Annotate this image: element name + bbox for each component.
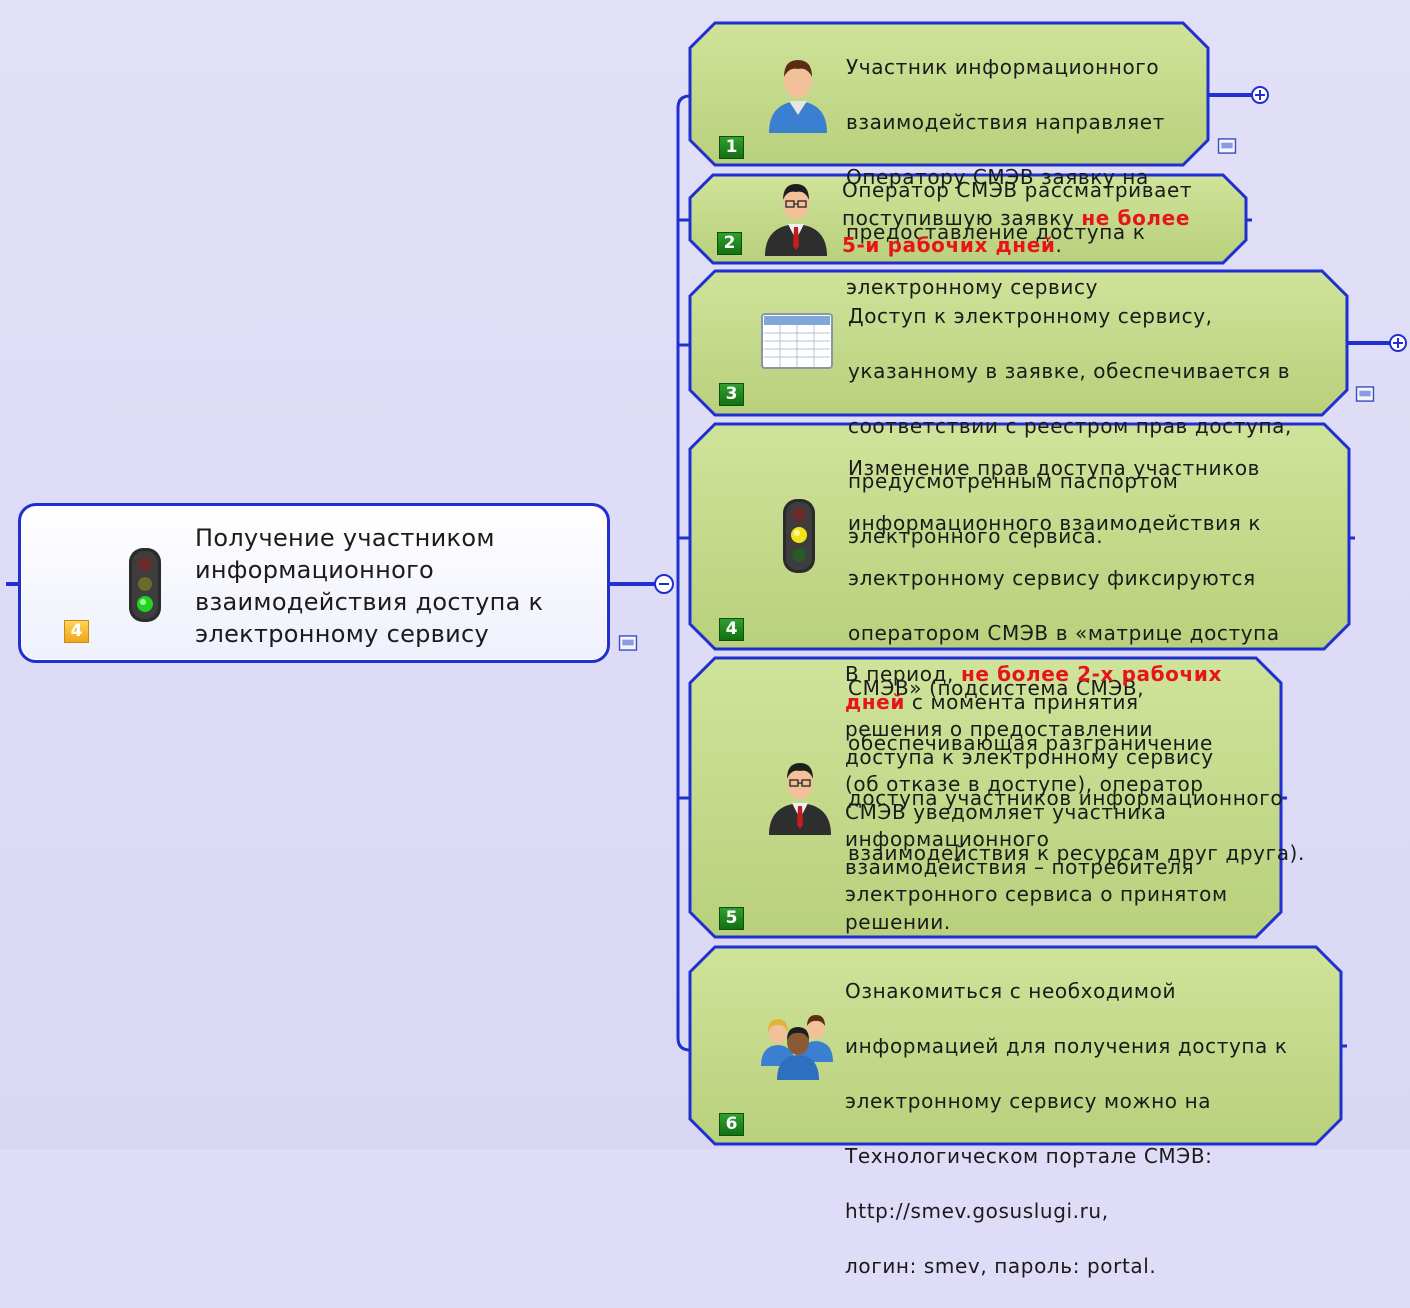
node-3-line-5: электронного сервиса. — [848, 523, 1104, 548]
node-1-text: Участник информационного взаимодействия … — [846, 26, 1165, 329]
traffic-light-green-icon — [129, 548, 161, 622]
node-5-badge: 5 — [719, 907, 744, 930]
node-1-line-3: Оператору СМЭВ заявку на — [846, 164, 1149, 189]
node-1-note-icon[interactable] — [1217, 138, 1237, 154]
businessman-icon — [765, 184, 827, 256]
user-man-icon — [769, 60, 827, 133]
node-5-text: В период, не более 2-х рабочих дней с мо… — [845, 661, 1228, 936]
table-grid-icon — [761, 313, 833, 369]
node-6-line-6: логин: smev, пароль: portal. — [845, 1253, 1157, 1278]
node-1-line-5: электронному сервису — [846, 274, 1099, 299]
node-3-line-1: Доступ к электронному сервису, — [848, 303, 1213, 328]
node-3-line-2: указанному в заявке, обеспечивается в — [848, 358, 1291, 383]
expand-node-3-button[interactable] — [1389, 334, 1407, 352]
node-6-badge: 6 — [719, 1113, 744, 1136]
branch-spine — [676, 94, 691, 1052]
node-6-line-3: электронному сервису можно на — [845, 1088, 1212, 1113]
node-4-line-4: оператором СМЭВ в «матрице доступа — [848, 620, 1280, 645]
node-2-shape[interactable] — [688, 173, 1248, 265]
node-2-text: Оператор СМЭВ рассматривает поступившую … — [842, 177, 1192, 260]
node-4-shape[interactable] — [688, 422, 1351, 651]
collapse-branch-button[interactable] — [654, 574, 674, 594]
node-3-shape[interactable] — [688, 269, 1349, 417]
node-5-text-main: с момента принятия решения о предоставле… — [845, 689, 1228, 934]
node-3-line-4: предусмотренным паспортом — [848, 468, 1179, 493]
node-4-line-7: доступа участников информационного — [848, 785, 1284, 810]
root-badge: 4 — [64, 620, 89, 643]
traffic-light-yellow-icon — [783, 499, 815, 573]
node-1-line-4: предоставление доступа к — [846, 219, 1146, 244]
node-4-text: Изменение прав доступа участников информ… — [848, 427, 1305, 895]
node-4-line-3: электронному сервису фиксируются — [848, 565, 1256, 590]
node-3-text: Доступ к электронному сервису, указанном… — [848, 275, 1292, 578]
node-4-line-5: СМЭВ» (подсистема СМЭВ, — [848, 675, 1145, 700]
node-1-line-2: взаимодействия направляет — [846, 109, 1165, 134]
node-6-line-1: Ознакомиться с необходимой — [845, 978, 1177, 1003]
node-4-line-6: обеспечивающая разграничение — [848, 730, 1213, 755]
node-4-line-1: Изменение прав доступа участников — [848, 455, 1261, 480]
root-topic[interactable]: 4 Получение участником информационного в… — [18, 503, 610, 663]
node-6-line-5: http://smev.gosuslugi.ru, — [845, 1198, 1109, 1223]
node-2-text-end: . — [1055, 233, 1063, 257]
node-5-deadline-highlight: не более 2-х рабочих дней — [845, 662, 1222, 714]
node-6-shape[interactable] — [688, 945, 1343, 1146]
expand-node-1-button[interactable] — [1251, 86, 1269, 104]
node-1-badge: 1 — [719, 136, 744, 159]
node-3-note-icon[interactable] — [1355, 386, 1375, 402]
node-5-text-start: В период, — [845, 662, 961, 686]
node-4-badge: 4 — [719, 618, 744, 641]
node-4-line-8: взаимодействия к ресурсам друг друга). — [848, 840, 1305, 865]
user-group-icon — [761, 1015, 833, 1080]
root-topic-text: Получение участником информационного вза… — [195, 524, 544, 648]
root-note-icon[interactable] — [618, 635, 638, 651]
node-6-line-2: информацией для получения доступа к — [845, 1033, 1288, 1058]
node-3-line-3: соответствии с реестром прав доступа, — [848, 413, 1292, 438]
node-6-line-4: Технологическом портале СМЭВ: — [845, 1143, 1213, 1168]
node-5-shape[interactable] — [688, 656, 1283, 939]
node-3-badge: 3 — [719, 383, 744, 406]
node-2-text-main: Оператор СМЭВ рассматривает поступившую … — [842, 178, 1193, 230]
node-2-badge: 2 — [717, 232, 742, 255]
node-2-deadline-highlight: не более 5-и рабочих дней — [842, 205, 1191, 258]
node-6-text: Ознакомиться с необходимой информацией д… — [845, 950, 1288, 1308]
node-4-line-2: информационного взаимодействия к — [848, 510, 1262, 535]
businessman-icon — [769, 763, 831, 835]
node-1-line-1: Участник информационного — [846, 54, 1160, 79]
